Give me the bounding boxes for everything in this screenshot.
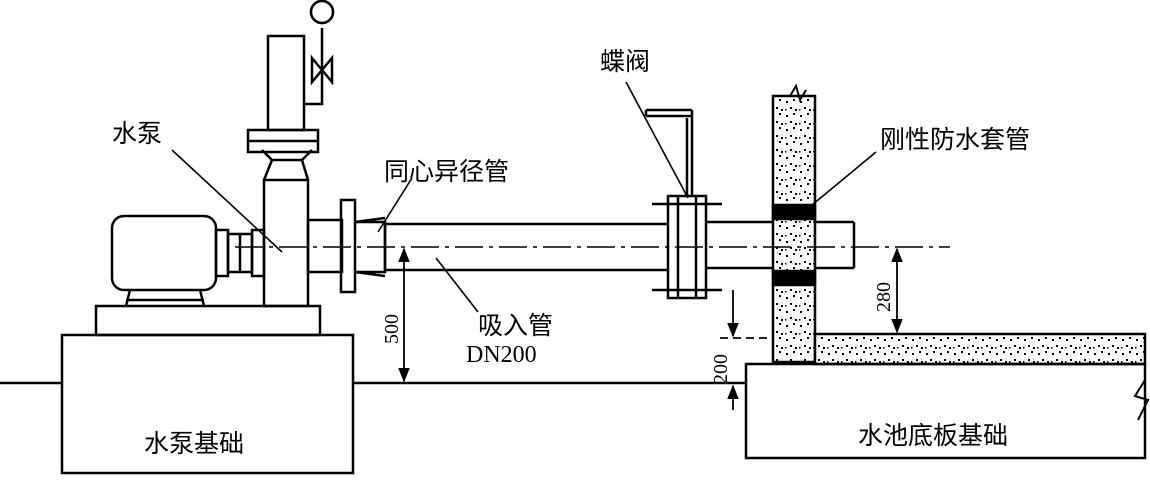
rigid-sleeve xyxy=(771,203,817,287)
pump-body xyxy=(246,34,344,308)
pool-base-block xyxy=(744,362,1147,460)
label-butterfly-valve: 蝶阀 xyxy=(600,47,650,76)
dimension-200 xyxy=(720,290,773,410)
label-pump: 水泵 xyxy=(112,119,162,148)
dim-text-200: 200 xyxy=(710,354,732,384)
motor xyxy=(110,214,266,307)
label-sleeve: 刚性防水套管 xyxy=(880,125,1030,154)
dimension-280 xyxy=(815,247,905,335)
dim-text-500: 500 xyxy=(381,314,403,344)
label-suction-pipe-size: DN200 xyxy=(466,342,537,368)
leader-lines xyxy=(171,81,877,313)
label-suction-pipe: 吸入管 xyxy=(478,311,553,340)
label-pump-foundation: 水泵基础 xyxy=(144,429,244,458)
label-reducer: 同心异径管 xyxy=(384,157,509,186)
pool-floor-slab xyxy=(813,332,1147,366)
suction-pipe xyxy=(385,222,668,272)
pressure-gauge-icon xyxy=(309,0,335,25)
label-pool-base: 水池底板基础 xyxy=(858,421,1008,450)
pool-wall xyxy=(771,94,817,364)
pump-base-plate xyxy=(94,304,322,337)
pump-inlet-flange xyxy=(339,198,357,294)
dim-text-280: 280 xyxy=(873,282,895,312)
